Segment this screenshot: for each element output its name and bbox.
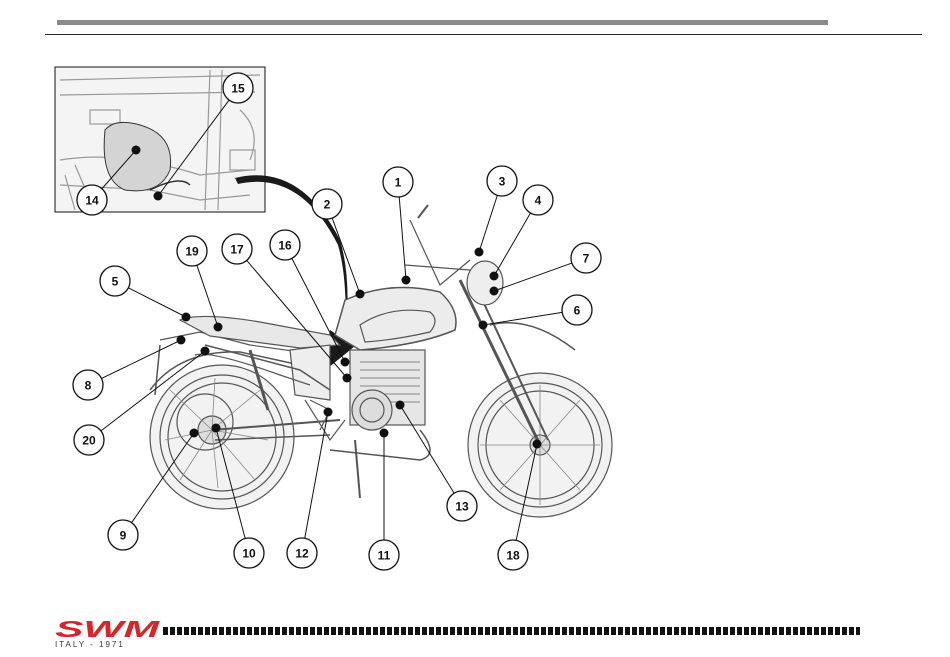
callout-number-10: 10 bbox=[242, 547, 256, 561]
callout-number-13: 13 bbox=[455, 500, 469, 514]
callout-dot-15 bbox=[154, 192, 163, 201]
callout-dot-12 bbox=[324, 408, 333, 417]
callout-dot-19 bbox=[214, 323, 223, 332]
callout-leader-5 bbox=[128, 288, 186, 317]
callout-19: 19 bbox=[177, 236, 207, 266]
callout-17: 17 bbox=[222, 234, 252, 264]
callout-number-18: 18 bbox=[506, 549, 520, 563]
callout-1: 1 bbox=[383, 167, 413, 197]
callout-7: 7 bbox=[571, 243, 601, 273]
callout-dot-14 bbox=[132, 146, 141, 155]
callout-dot-17 bbox=[343, 374, 352, 383]
callout-leader-12 bbox=[305, 412, 328, 538]
callout-dot-7 bbox=[490, 287, 499, 296]
callout-11: 11 bbox=[369, 540, 399, 570]
callout-number-9: 9 bbox=[120, 529, 127, 543]
callout-8: 8 bbox=[73, 370, 103, 400]
callout-dot-3 bbox=[475, 248, 484, 257]
callout-dot-4 bbox=[490, 272, 499, 281]
callout-4: 4 bbox=[523, 185, 553, 215]
logo-text: SWM bbox=[55, 618, 160, 640]
callout-12: 12 bbox=[287, 538, 317, 568]
callout-5: 5 bbox=[100, 266, 130, 296]
callout-dot-1 bbox=[402, 276, 411, 285]
callout-3: 3 bbox=[487, 166, 517, 196]
callout-dot-9 bbox=[190, 429, 199, 438]
callout-dot-18 bbox=[533, 440, 542, 449]
callout-15: 15 bbox=[223, 73, 253, 103]
callout-number-1: 1 bbox=[395, 176, 402, 190]
callout-leader-3 bbox=[479, 195, 497, 252]
callout-leader-8 bbox=[102, 340, 181, 378]
callout-leader-6 bbox=[483, 312, 562, 325]
callout-dot-5 bbox=[182, 313, 191, 322]
callout-number-15: 15 bbox=[231, 82, 245, 96]
callout-2: 2 bbox=[312, 189, 342, 219]
callout-dot-2 bbox=[356, 290, 365, 299]
callout-leader-7 bbox=[494, 263, 572, 291]
callout-number-17: 17 bbox=[230, 243, 244, 257]
callout-dot-10 bbox=[212, 424, 221, 433]
callout-number-19: 19 bbox=[185, 245, 199, 259]
callout-10: 10 bbox=[234, 538, 264, 568]
callout-dot-13 bbox=[396, 401, 405, 410]
callout-number-12: 12 bbox=[295, 547, 309, 561]
callout-number-4: 4 bbox=[535, 194, 542, 208]
callout-leader-1 bbox=[399, 197, 406, 280]
callout-dot-6 bbox=[479, 321, 488, 330]
callout-dot-20 bbox=[201, 347, 210, 356]
callout-number-7: 7 bbox=[583, 252, 590, 266]
callout-dot-16 bbox=[341, 358, 350, 367]
callout-16: 16 bbox=[270, 230, 300, 260]
callout-number-8: 8 bbox=[85, 379, 92, 393]
callout-number-11: 11 bbox=[378, 549, 391, 563]
callout-number-2: 2 bbox=[324, 198, 331, 212]
callout-number-3: 3 bbox=[499, 175, 506, 189]
callout-20: 20 bbox=[74, 425, 104, 455]
callout-13: 13 bbox=[447, 491, 477, 521]
swm-logo: SWM bbox=[55, 618, 160, 640]
callout-18: 18 bbox=[498, 540, 528, 570]
callout-number-20: 20 bbox=[82, 434, 96, 448]
callout-leader-4 bbox=[494, 213, 530, 276]
callout-leader-13 bbox=[400, 405, 454, 493]
callout-dot-8 bbox=[177, 336, 186, 345]
callout-number-16: 16 bbox=[278, 239, 292, 253]
logo-tagline: ITALY - 1971 bbox=[55, 640, 125, 649]
callout-14: 14 bbox=[77, 185, 107, 215]
callout-dot-11 bbox=[380, 429, 389, 438]
callout-6: 6 bbox=[562, 295, 592, 325]
motorcycle-drawing bbox=[150, 205, 612, 517]
callout-number-14: 14 bbox=[85, 194, 99, 208]
callout-number-6: 6 bbox=[574, 304, 581, 318]
footer-dash-bar bbox=[163, 627, 860, 635]
callout-number-5: 5 bbox=[112, 275, 119, 289]
callout-9: 9 bbox=[108, 520, 138, 550]
